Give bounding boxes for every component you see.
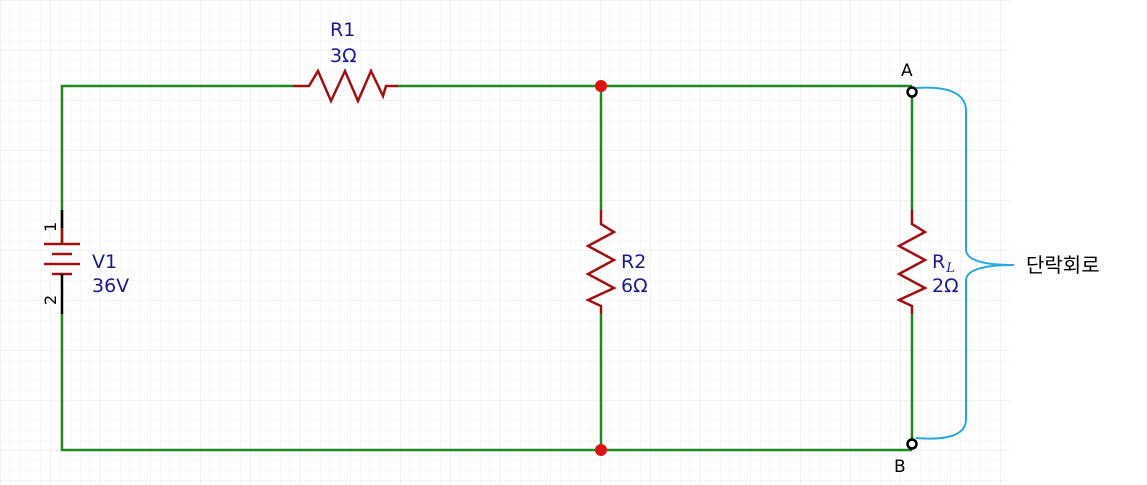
v1-pin-minus-label: 2 (41, 295, 60, 305)
rl-value-label: 2Ω (932, 275, 959, 297)
r2-resistor (585, 210, 617, 314)
wires (60, 84, 914, 452)
r2-value-label: 6Ω (621, 275, 648, 297)
r1-name-label: R1 (330, 19, 355, 41)
rl-resistor (896, 210, 928, 314)
node-b-label: B (894, 457, 906, 477)
node-a-label: A (901, 61, 913, 81)
r1-value-label: 3Ω (330, 45, 357, 67)
junction-top (595, 80, 607, 92)
wire-bottom (60, 314, 912, 452)
short-circuit-label: 단락회로 (1026, 253, 1100, 277)
r2-name-label: R2 (621, 251, 646, 273)
rl-name-label: RL (932, 251, 955, 276)
r1-resistor (293, 67, 398, 105)
junction-bottom (595, 444, 607, 456)
terminal-a (906, 86, 918, 98)
brace-bracket (915, 86, 1015, 440)
v1-name-label: V1 (92, 251, 117, 273)
grid-background (0, 0, 1010, 485)
terminal-b (906, 438, 918, 450)
wire-left-top (60, 84, 293, 244)
v1-pin-plus-label: 1 (41, 222, 60, 232)
v1-value-label: 36V (92, 275, 129, 297)
battery-symbol (44, 210, 80, 314)
